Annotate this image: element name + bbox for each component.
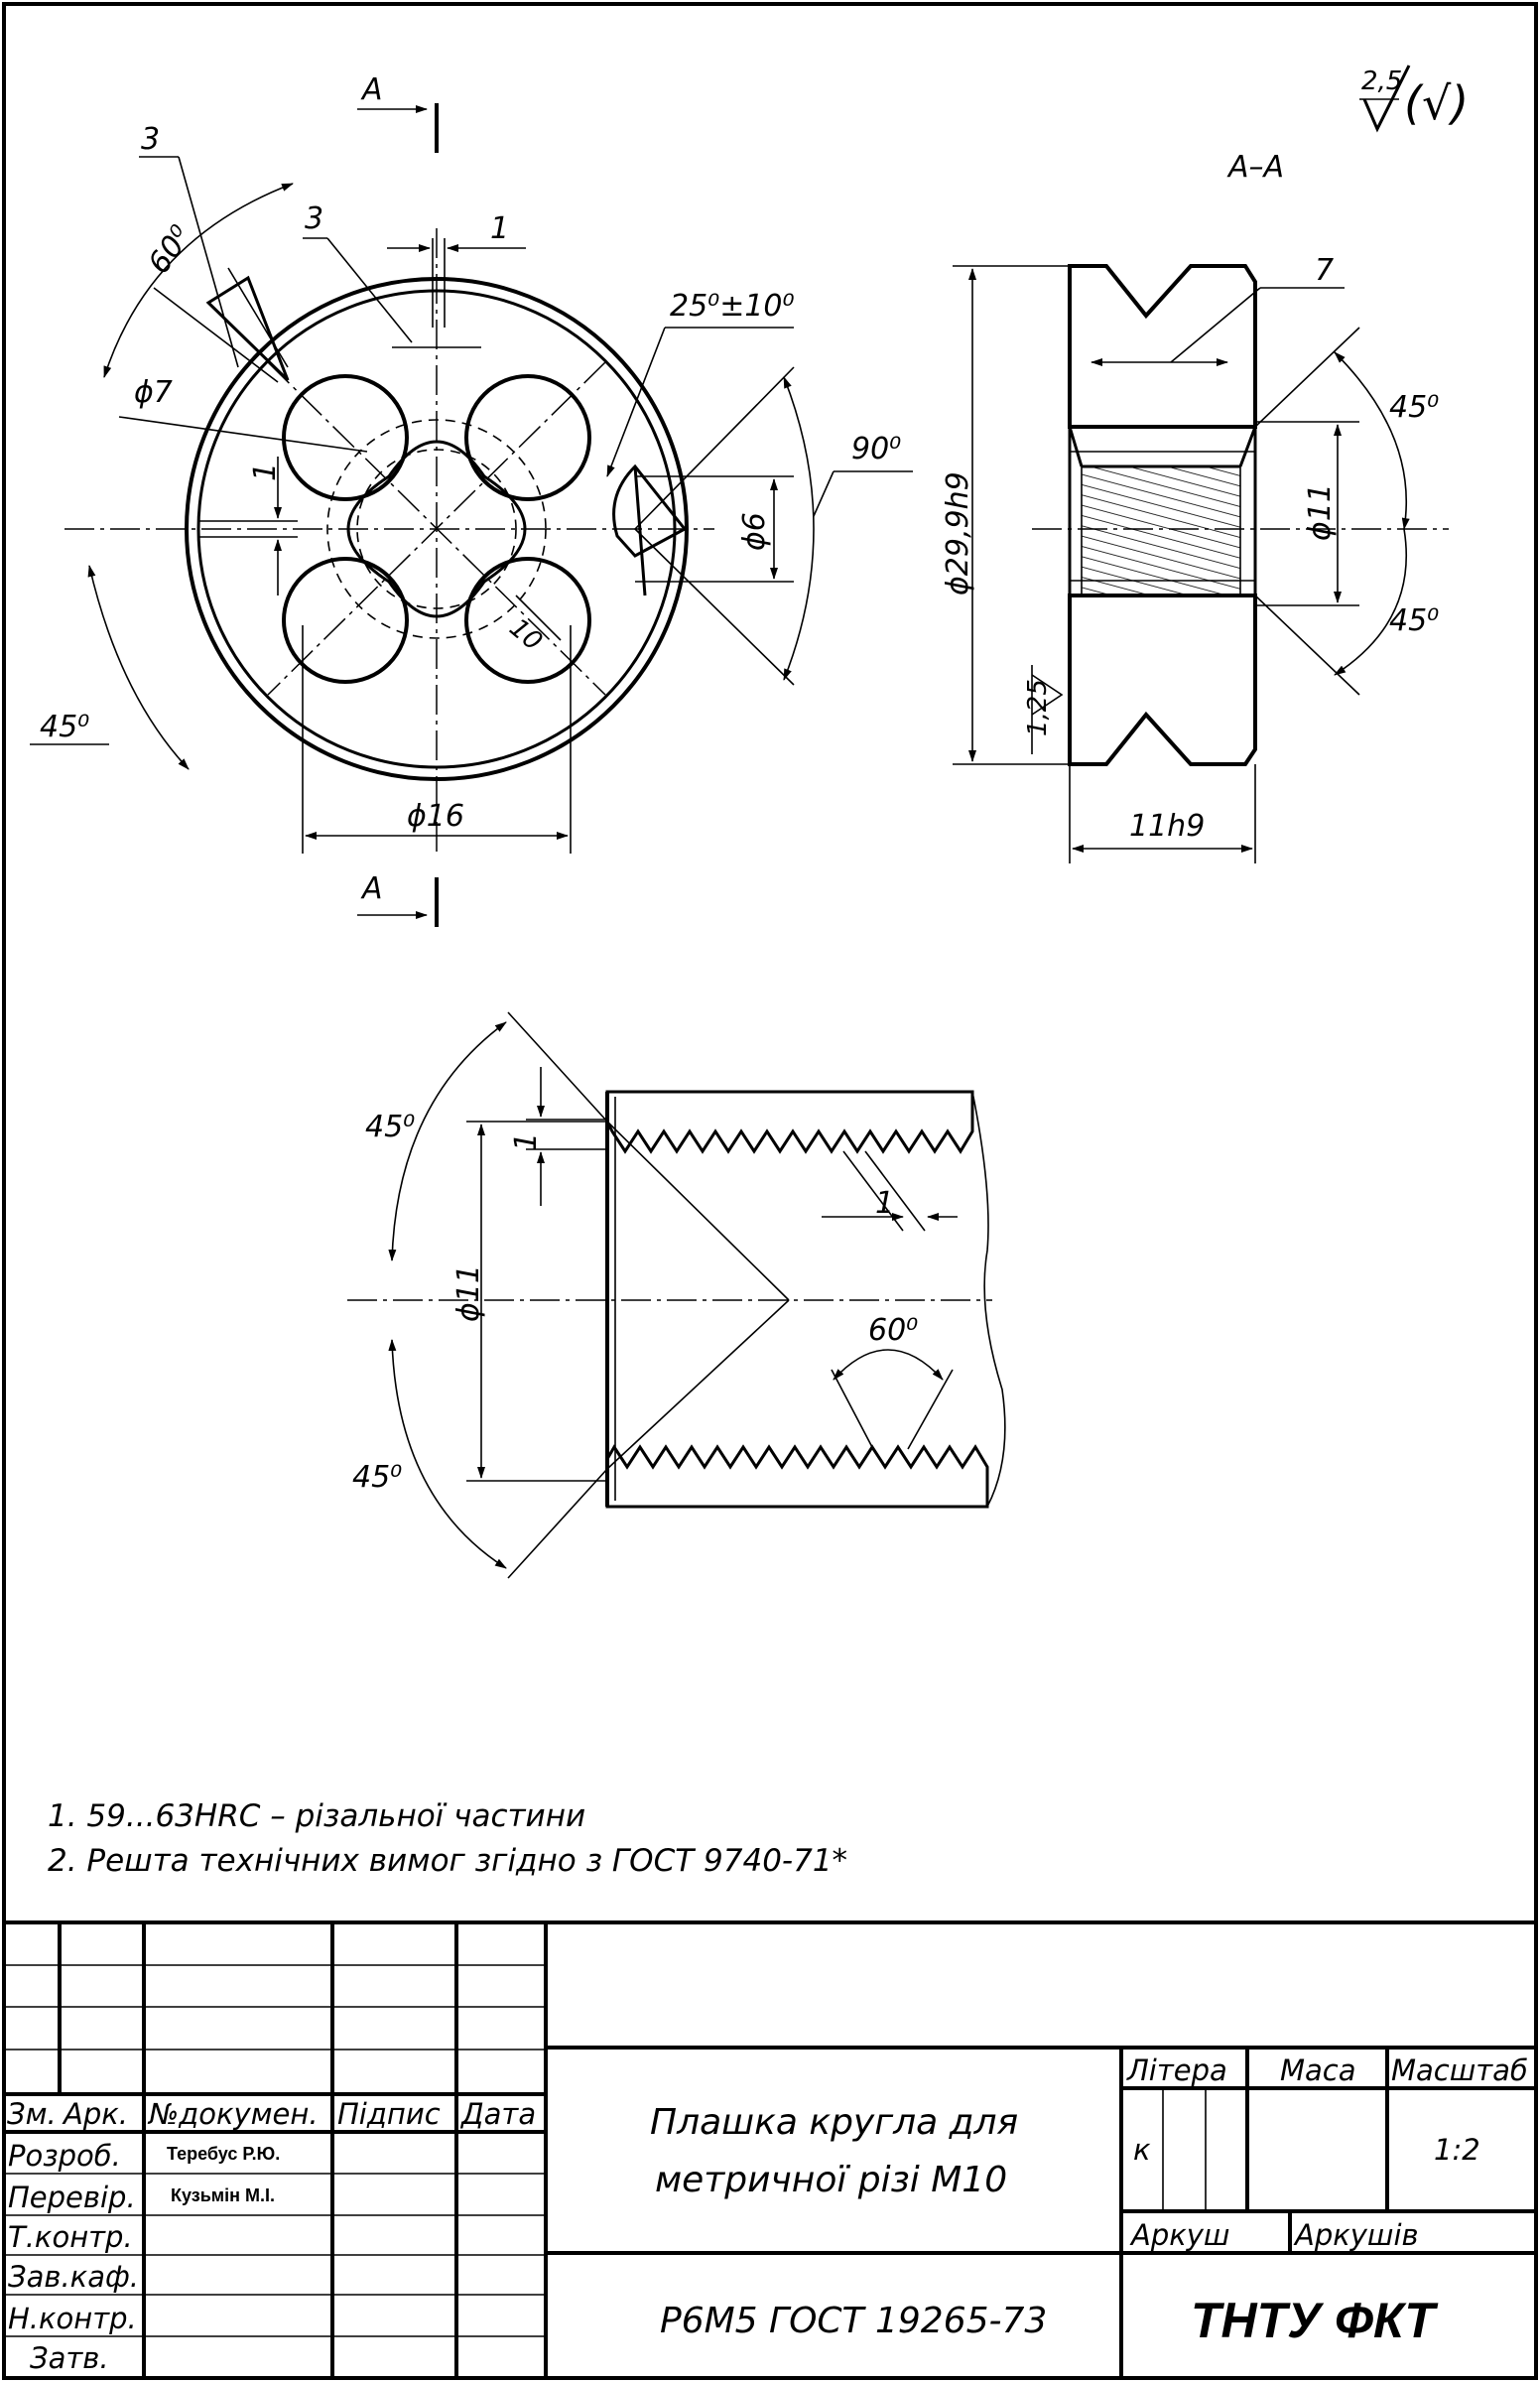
roughness-symbol: 2,5 (√) — [1359, 65, 1469, 133]
tb-litera-header: Літера — [1126, 2053, 1227, 2087]
technical-notes: 1. 59...63HRC – різальної частини 2. Реш… — [48, 1798, 847, 1879]
tb-title-1: Плашка кругла для — [650, 2102, 1018, 2143]
tb-role-6: Затв. — [30, 2341, 109, 2375]
dim-thread-angle60: 60⁰ — [868, 1313, 918, 1348]
dim-thread-pitch1: 1 — [875, 1186, 894, 1221]
tb-role-4: Зав.каф. — [8, 2260, 139, 2294]
section-label: А–А — [1226, 150, 1284, 185]
tb-role-1: Розроб. — [8, 2139, 121, 2173]
tb-organization: ТНТУ ФКТ — [1191, 2293, 1439, 2348]
dim-d11: ϕ11 — [1303, 483, 1338, 541]
tb-header-zm: Зм. — [7, 2097, 57, 2131]
tb-sheets-label: Аркушів — [1293, 2218, 1419, 2252]
dim-angle25: 25⁰±10⁰ — [670, 289, 795, 324]
tb-name-1: Теребус Р.Ю. — [167, 2144, 280, 2164]
cut-label-bottom: А — [360, 871, 383, 906]
tb-role-5: Н.контр. — [8, 2302, 137, 2335]
note-1: 1. 59...63HRC – різальної частини — [48, 1798, 585, 1834]
dim-d299: ϕ29,9h9 — [941, 471, 975, 596]
dim-angle45-bot: 45⁰ — [1389, 603, 1439, 638]
tb-name-2: Кузьмін М.І. — [171, 2185, 275, 2205]
tb-material: Р6М5 ГОСТ 19265-73 — [660, 2301, 1047, 2341]
dim-slot3-top: 3 — [141, 122, 160, 157]
dim-slot3: 3 — [305, 201, 323, 236]
dim-thread-angle45-bot: 45⁰ — [352, 1460, 402, 1495]
cut-label-top: А — [360, 72, 383, 107]
section-view: ϕ29,9h9 11h9 7 ϕ11 45⁰ 45⁰ 1,25 — [941, 253, 1449, 863]
dim-angle45: 45⁰ — [40, 710, 89, 744]
dim-rough125: 1,25 — [1023, 679, 1053, 736]
tb-scale-value: 1:2 — [1434, 2133, 1480, 2167]
title-block: Зм. Арк. №докумен. Підпис Дата Розроб. Т… — [4, 1920, 1536, 2378]
tb-title-2: метричної різі М10 — [655, 2160, 1007, 2200]
tb-header-sign: Підпис — [337, 2097, 441, 2131]
tb-litera-value: к — [1133, 2133, 1151, 2167]
dim-thread-d11: ϕ11 — [451, 1264, 486, 1322]
roughness-extra: (√) — [1404, 76, 1469, 130]
thread-view: 45⁰ 45⁰ 1 ϕ11 1 60⁰ — [347, 1011, 1006, 1579]
dim-d7: ϕ7 — [134, 375, 173, 410]
tb-header-doc: №докумен. — [147, 2097, 319, 2131]
note-2: 2. Решта технічних вимог згідно з ГОСТ 9… — [48, 1843, 847, 1879]
dim-ch7: 7 — [1315, 253, 1334, 288]
dim-1: 1 — [248, 463, 283, 481]
dim-d16: ϕ16 — [407, 799, 464, 834]
tb-scale-header: Масштаб — [1391, 2053, 1528, 2087]
dim-angle45-top: 45⁰ — [1389, 390, 1439, 425]
dim-w11: 11h9 — [1129, 809, 1205, 844]
dim-slot1: 1 — [490, 211, 509, 246]
dim-angle90: 90⁰ — [851, 432, 901, 466]
dim-thread-angle45-top: 45⁰ — [365, 1110, 415, 1144]
dim-angle60: 60⁰ — [142, 219, 198, 280]
tb-role-2: Перевір. — [8, 2181, 136, 2214]
tb-header-date: Дата — [459, 2097, 536, 2131]
tb-mass-header: Маса — [1280, 2053, 1356, 2087]
dim-thread-1: 1 — [509, 1132, 544, 1151]
dim-d6: ϕ6 — [737, 512, 772, 551]
tb-sheet-label: Аркуш — [1129, 2218, 1229, 2252]
tb-role-3: Т.контр. — [8, 2220, 133, 2254]
tb-header-ark: Арк. — [62, 2097, 128, 2131]
front-view: А А ϕ16 1 — [30, 72, 913, 927]
